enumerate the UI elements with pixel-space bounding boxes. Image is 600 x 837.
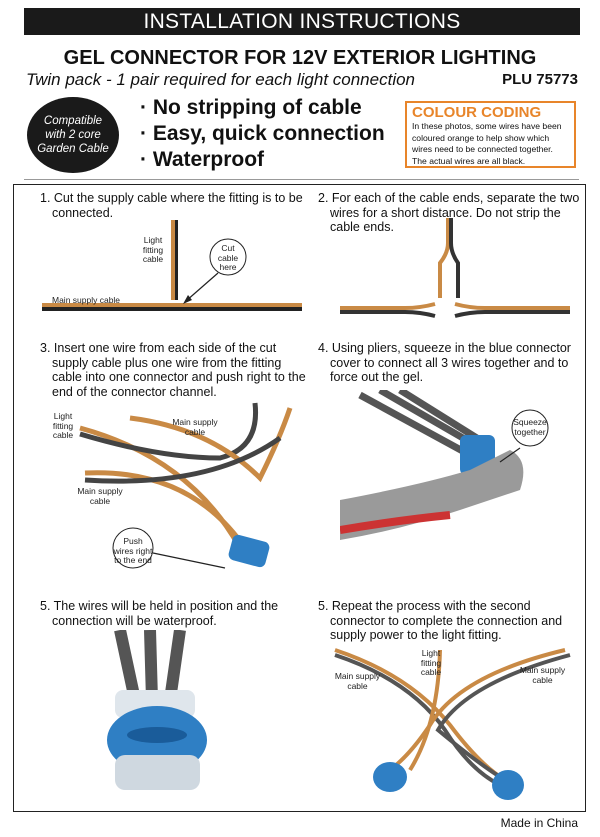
label-main-supply-cable: Main supply cable [519,665,566,685]
banner-heading: INSTALLATION INSTRUCTIONS [24,8,580,35]
colour-coding-heading: COLOUR CODING [412,104,542,121]
compatibility-badge: Compatible with 2 core Garden Cable [27,97,119,173]
label-light-fitting-cable: Light fitting cable [420,648,442,677]
step-1-illustration [42,220,302,311]
step-3-illustration [79,402,293,569]
badge-line: Compatible [43,115,103,127]
label-squeeze-together: Squeeze together [513,417,547,437]
step-5-connector-illustration [107,630,207,790]
badge-line: with 2 core [45,129,101,141]
step-1-text: 1. Cut the supply cable where the fittin… [40,191,303,220]
step-5-text: 5. The wires will be held in position an… [40,599,279,628]
colour-coding-text: In these photos, some wires have been co… [412,121,562,166]
label-light-fitting-cable: Light fitting cable [142,235,164,264]
label-main-supply-cable: Main supply cable [52,295,121,305]
label-push-wires: Push wires right to the end [113,536,153,565]
feature-item: · Waterproof [140,148,265,171]
label-main-supply-cable: Main supply cable [172,417,218,437]
feature-list: · No stripping of cable · Easy, quick co… [140,95,385,173]
origin-text: Made in China [500,816,578,830]
step-2-illustration [340,218,570,318]
step-3-text: 3. Insert one wire from each side of the… [40,341,306,399]
label-main-supply-cable: Main supply cable [334,671,381,691]
product-subtitle: Twin pack - 1 pair required for each lig… [26,70,415,89]
feature-item: · No stripping of cable [140,96,362,119]
label-main-supply-cable: Main supply cable [77,486,123,506]
steps-frame [13,184,586,812]
step-6-illustration [334,648,571,800]
product-title: GEL CONNECTOR FOR 12V EXTERIOR LIGHTING [63,47,537,69]
step-4-illustration [340,390,549,540]
plu-code: PLU 75773 [502,71,578,88]
label-light-fitting-cable: Light fitting cable [52,411,74,440]
badge-line: Garden Cable [37,143,109,155]
label-cut-cable-here: Cut cable here [217,243,239,272]
feature-item: · Easy, quick connection [140,122,385,145]
colour-coding-box: COLOUR CODING In these photos, some wire… [405,101,576,168]
step-6-text: 5. Repeat the process with the second co… [318,599,563,642]
step-2-text: 2. For each of the cable ends, separate … [318,191,580,234]
step-4-text: 4. Using pliers, squeeze in the blue con… [318,341,571,384]
divider [24,179,579,180]
